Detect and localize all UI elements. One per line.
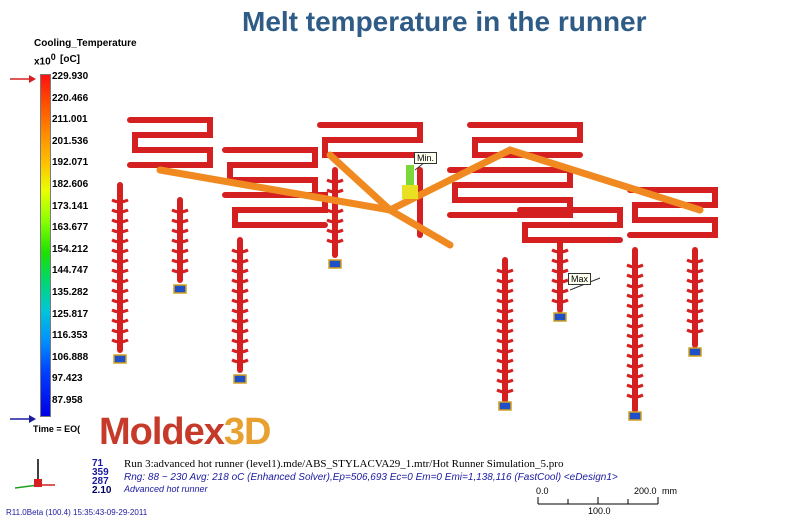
legend-tick: 173.141 — [52, 200, 89, 212]
legend-tick: 229.930 — [52, 71, 89, 82]
scale-ruler: 0.0 200.0 mm 100.0 — [536, 486, 677, 516]
legend-tick: 87.958 — [52, 395, 83, 406]
legend-tick: 144.747 — [52, 265, 89, 277]
runner-model-view[interactable] — [90, 100, 790, 440]
axis-triad-icon — [14, 459, 55, 489]
legend-title: Cooling_Temperature — [34, 38, 137, 49]
legend-tick: 106.888 — [52, 351, 89, 363]
legend-tick: 211.001 — [52, 114, 88, 126]
min-callout: Min. — [414, 152, 438, 164]
legend-unit: [oC] — [60, 54, 80, 65]
run-numbers: 71 359 287 2.10 — [92, 458, 112, 496]
project-name: Advanced hot runner — [124, 484, 208, 494]
run-info-line: Run 3:advanced hot runner (level1).mde/A… — [124, 458, 564, 470]
min-arrow-icon — [10, 415, 36, 423]
legend-tick: 220.466 — [52, 92, 89, 104]
build-info: R11.0Beta (100.4) 15:35:43-09-29-2011 — [6, 508, 148, 517]
legend-tick: 182.606 — [52, 179, 89, 190]
max-arrow-icon — [10, 75, 36, 83]
legend-exponent: x100 — [34, 52, 56, 68]
legend-tick: 154.212 — [52, 243, 89, 255]
moldex3d-logo: Moldex3D — [99, 411, 271, 453]
legend-tick: 125.817 — [52, 308, 89, 320]
slide-title: Melt temperature in the runner — [242, 6, 647, 37]
max-callout: Max — [568, 273, 592, 285]
legend-time: Time = EO( — [33, 424, 81, 434]
legend-tick: 135.282 — [52, 287, 89, 298]
legend-tick: 201.536 — [52, 135, 89, 147]
solver-info-line: Rng: 88 ~ 230 Avg: 218 oC (Enhanced Solv… — [124, 472, 618, 483]
legend-tick: 116.353 — [52, 330, 88, 342]
legend-tick: 97.423 — [52, 373, 83, 385]
legend-tick: 163.677 — [52, 222, 89, 234]
color-scale-bar — [40, 74, 51, 417]
legend-tick: 192.071 — [52, 157, 89, 169]
